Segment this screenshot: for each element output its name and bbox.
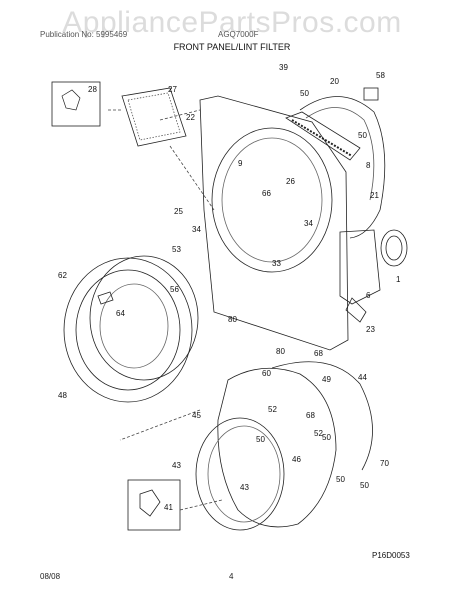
callout: 62: [58, 271, 67, 280]
door-seal-inner: [207, 425, 281, 523]
callout: 60: [262, 369, 271, 378]
callout: 6: [366, 291, 371, 300]
model-number: AGQ7000F: [218, 30, 259, 39]
door-liner-53: [89, 255, 199, 381]
callout: 53: [172, 245, 181, 254]
filter-housing-8: [285, 111, 361, 161]
callout: 52: [314, 429, 323, 438]
callout: 50: [360, 481, 369, 490]
callout: 50: [300, 89, 309, 98]
callout: 50: [358, 131, 367, 140]
callout: 27: [168, 85, 177, 94]
callout-labels: 39 20 58 50 28 27 22 50 8 9 26 66 25 21 …: [58, 63, 401, 512]
door-outer-48: [63, 257, 193, 403]
callout: 41: [164, 503, 173, 512]
page-number: 4: [229, 572, 234, 581]
callout: 45: [192, 411, 201, 420]
lint-filter-mesh: [127, 92, 181, 141]
callout: 34: [304, 219, 313, 228]
callout: 56: [170, 285, 179, 294]
callout: 1: [396, 275, 401, 284]
callout: 52: [268, 405, 277, 414]
callout: 21: [370, 191, 379, 200]
callout: 48: [58, 391, 67, 400]
callout: 26: [286, 177, 295, 186]
filter-housing-grille: [291, 119, 353, 157]
door-inner: [75, 269, 181, 391]
lint-filter-27: [121, 87, 187, 147]
door-latch-64: [97, 291, 114, 305]
shroud-20: [299, 96, 386, 239]
callout: 20: [330, 77, 339, 86]
callout: 50: [256, 435, 265, 444]
footer-date: 08/08: [40, 572, 61, 581]
callout: 50: [336, 475, 345, 484]
part-28-bracket: [61, 89, 81, 111]
callout: 58: [376, 71, 385, 80]
publication-number: Publication No: 5995469: [40, 30, 128, 39]
callout: 80: [228, 315, 237, 324]
callout: 44: [358, 373, 367, 382]
callout: 80: [276, 347, 285, 356]
seal-44: [271, 361, 373, 471]
ring-seal-1: [380, 229, 408, 267]
callout: 9: [238, 159, 243, 168]
door-window: [99, 283, 169, 369]
part-28-inset-box: [51, 81, 101, 127]
duct-6: [339, 229, 381, 305]
rear-panel-drum: [217, 367, 337, 528]
door-seal-45: [195, 417, 285, 531]
callout: 23: [366, 325, 375, 334]
callout: 25: [174, 207, 183, 216]
part-41-latch: [139, 489, 161, 517]
callout: 68: [314, 349, 323, 358]
callout: 68: [306, 411, 315, 420]
callout: 33: [272, 259, 281, 268]
callout: 50: [322, 433, 331, 442]
callout: 43: [172, 461, 181, 470]
part-58: [363, 87, 379, 101]
callout: 39: [279, 63, 288, 72]
ring-seal-1-inner: [385, 235, 403, 261]
callout: 46: [292, 455, 301, 464]
front-panel-opening-inner: [221, 137, 323, 263]
callout: 70: [380, 459, 389, 468]
callout: 49: [322, 375, 331, 384]
part-41-inset-box: [127, 479, 181, 531]
callout: 66: [262, 189, 271, 198]
callout: 28: [88, 85, 97, 94]
shroud-20-inner: [305, 107, 375, 201]
callout: 34: [192, 225, 201, 234]
leader-lines: [108, 109, 223, 511]
callout: 22: [186, 113, 195, 122]
watermark: AppliancePartsPros.com: [62, 6, 402, 39]
diagram-code: P16D0053: [372, 551, 410, 560]
page-title: FRONT PANEL/LINT FILTER: [173, 42, 291, 52]
callout: 43: [240, 483, 249, 492]
callout: 64: [116, 309, 125, 318]
front-panel-opening: [211, 127, 333, 273]
bracket-23: [345, 297, 367, 323]
front-panel-22: [199, 95, 349, 351]
callout: 8: [366, 161, 371, 170]
